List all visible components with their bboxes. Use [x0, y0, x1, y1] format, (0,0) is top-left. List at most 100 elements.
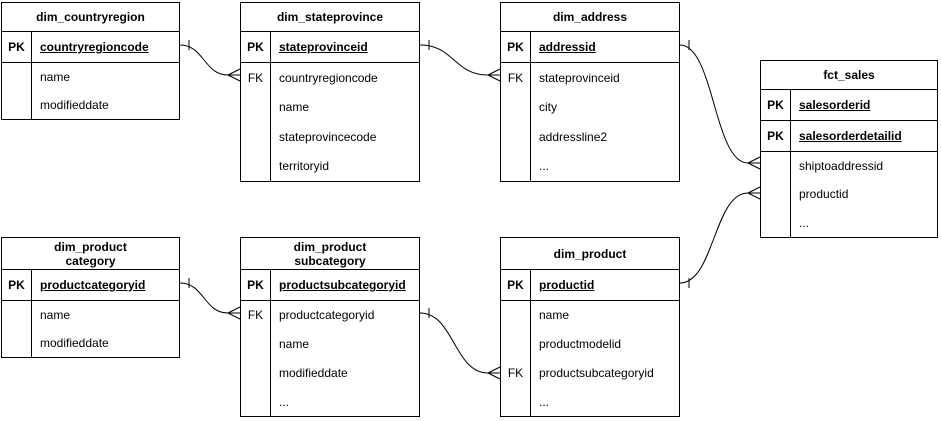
entity-dim-productcategory[interactable]: dim_product category PK productcategoryi… [1, 237, 180, 358]
connector-line[interactable] [179, 44, 229, 76]
pk-label: PK [2, 32, 32, 62]
entity-title: dim_product category [2, 238, 179, 270]
table-row: PK salesorderid [761, 90, 937, 121]
connector-line[interactable] [419, 44, 489, 76]
pk-label: PK [761, 121, 791, 151]
table-row: FK productsubcategoryid [501, 358, 679, 388]
column-name: stateprovincecode [279, 129, 377, 144]
pk-label: PK [501, 32, 531, 62]
key-cell [241, 122, 271, 152]
crow-foot-many-icon [487, 68, 501, 82]
column-name: productcategoryid [40, 278, 146, 292]
table-row: addressline2 [501, 122, 679, 152]
column-name: name [40, 70, 71, 84]
fk-label: FK [501, 358, 531, 388]
column-name: countryregioncode [40, 40, 149, 54]
table-row: modifieddate [2, 91, 179, 119]
connector-countryregion-stateprovince[interactable] [179, 40, 241, 82]
entity-title: dim_countryregion [2, 3, 179, 32]
entity-title: dim_product subcategory [241, 238, 419, 270]
key-cell [501, 387, 531, 416]
column-name: ... [539, 394, 550, 409]
key-cell [241, 151, 271, 181]
fk-label: FK [501, 63, 531, 93]
column-name: addressid [539, 40, 596, 54]
key-cell [501, 329, 531, 359]
table-row: ... [761, 208, 937, 237]
column-name: modifieddate [279, 365, 348, 380]
column-name: ... [799, 215, 810, 230]
connector-line[interactable] [679, 44, 749, 164]
connector-line[interactable] [419, 312, 489, 374]
pk-label: PK [761, 90, 791, 120]
entity-title: dim_product [501, 238, 679, 270]
table-row: PK productsubcategoryid [241, 270, 419, 301]
column-name: territoryid [279, 159, 330, 174]
key-cell [501, 92, 531, 122]
table-row: FK countryregioncode [241, 63, 419, 93]
column-name: productsubcategoryid [539, 365, 654, 380]
table-row: ... [501, 151, 679, 181]
table-row: city [501, 92, 679, 122]
connector-product-fctsales[interactable] [679, 186, 761, 288]
column-name: ... [539, 159, 550, 174]
table-row: shiptoaddressid [761, 152, 937, 181]
connector-productsubcategory-product[interactable] [419, 308, 501, 380]
entity-dim-countryregion[interactable]: dim_countryregion PK countryregioncode n… [1, 2, 180, 120]
column-name: stateprovinceid [539, 70, 620, 85]
entity-fct-sales[interactable]: fct_sales PK salesorderid PK salesorderd… [760, 60, 938, 238]
connector-line[interactable] [679, 192, 749, 284]
column-name: ... [279, 394, 290, 409]
column-name: productsubcategoryid [279, 278, 406, 292]
fk-label: FK [241, 63, 271, 93]
key-cell [761, 180, 791, 209]
pk-label: PK [241, 32, 271, 62]
key-cell [501, 301, 531, 330]
table-row: name [241, 329, 419, 359]
table-row: modifieddate [2, 329, 179, 357]
entity-title: dim_stateprovince [241, 3, 419, 32]
table-row: PK stateprovinceid [241, 32, 419, 63]
table-row: name [241, 92, 419, 122]
entity-dim-productsubcategory[interactable]: dim_product subcategory PK productsubcat… [240, 237, 420, 417]
key-cell [241, 92, 271, 122]
pk-label: PK [2, 270, 32, 300]
connector-productcategory-productsubcategory[interactable] [179, 278, 241, 320]
column-name: productid [539, 278, 595, 292]
crow-foot-many-icon [747, 186, 761, 200]
pk-label: PK [241, 270, 271, 300]
table-row: stateprovincecode [241, 122, 419, 152]
table-row: modifieddate [241, 358, 419, 388]
key-cell [241, 329, 271, 359]
entity-dim-stateprovince[interactable]: dim_stateprovince PK stateprovinceid FK … [240, 2, 420, 182]
table-row: name [2, 301, 179, 329]
column-name: shiptoaddressid [799, 159, 884, 174]
column-name: city [539, 100, 557, 115]
crow-foot-many-icon [227, 306, 241, 320]
column-name: name [40, 308, 71, 322]
table-row: FK productcategoryid [241, 301, 419, 330]
column-name: addressline2 [539, 129, 608, 144]
connector-stateprovince-address[interactable] [419, 40, 501, 82]
key-cell [2, 329, 32, 357]
entity-dim-address[interactable]: dim_address PK addressid FK stateprovinc… [500, 2, 680, 182]
column-name: name [279, 337, 310, 352]
column-name: modifieddate [40, 336, 109, 350]
connector-address-fctsales[interactable] [679, 40, 761, 170]
column-name: productid [799, 187, 849, 202]
entity-dim-product[interactable]: dim_product PK productid name productmod… [500, 237, 680, 417]
table-row: productmodelid [501, 329, 679, 359]
entity-title: dim_address [501, 3, 679, 32]
column-name: productcategoryid [279, 308, 375, 323]
table-row: territoryid [241, 151, 419, 181]
table-row: name [501, 301, 679, 330]
column-name: modifieddate [40, 98, 109, 112]
column-name: countryregioncode [279, 70, 378, 85]
entity-title: fct_sales [761, 61, 937, 90]
column-name: productmodelid [539, 337, 622, 352]
column-name: stateprovinceid [279, 40, 368, 54]
connector-line[interactable] [179, 282, 229, 314]
table-row: ... [501, 387, 679, 416]
